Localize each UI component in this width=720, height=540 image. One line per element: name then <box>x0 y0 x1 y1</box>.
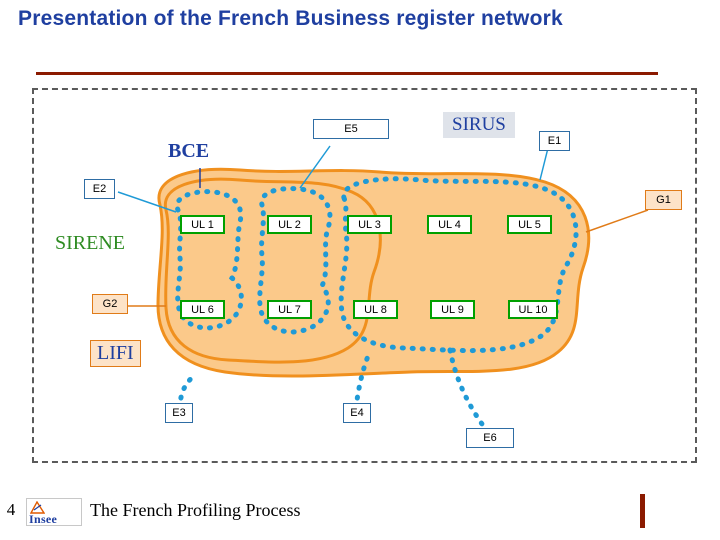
tag-e1: E1 <box>539 131 570 151</box>
register-label-lifi: LIFI <box>90 340 141 367</box>
tag-e4: E4 <box>343 403 371 423</box>
unit-box-ul-3: UL 3 <box>347 215 392 234</box>
unit-box-ul-2: UL 2 <box>267 215 312 234</box>
unit-box-ul-7: UL 7 <box>267 300 312 319</box>
tag-g2: G2 <box>92 294 128 314</box>
tag-g1: G1 <box>645 190 682 210</box>
unit-box-ul-1: UL 1 <box>180 215 225 234</box>
footer-caption: The French Profiling Process <box>90 500 301 520</box>
unit-box-ul-8: UL 8 <box>353 300 398 319</box>
unit-box-ul-6: UL 6 <box>180 300 225 319</box>
register-label-sirene: SIRENE <box>55 232 125 254</box>
register-label-bce: BCE <box>168 140 210 162</box>
tag-e6: E6 <box>466 428 514 448</box>
tag-e2: E2 <box>84 179 115 199</box>
insee-logo-text: Insee <box>29 512 58 526</box>
unit-box-ul-5: UL 5 <box>507 215 552 234</box>
unit-box-ul-9: UL 9 <box>430 300 475 319</box>
insee-logo-mark <box>30 501 45 514</box>
slide-number: 4 <box>6 500 16 519</box>
unit-box-ul-10: UL 10 <box>508 300 558 319</box>
register-label-sirus: SIRUS <box>443 112 515 138</box>
footer-accent-bar <box>640 494 645 528</box>
page-title: Presentation of the French Business regi… <box>18 7 563 30</box>
insee-logo: Insee <box>26 498 82 526</box>
unit-box-ul-4: UL 4 <box>427 215 472 234</box>
tag-e3: E3 <box>165 403 193 423</box>
tag-e5: E5 <box>313 119 389 139</box>
diagram-frame <box>32 88 697 463</box>
title-divider <box>36 72 658 75</box>
